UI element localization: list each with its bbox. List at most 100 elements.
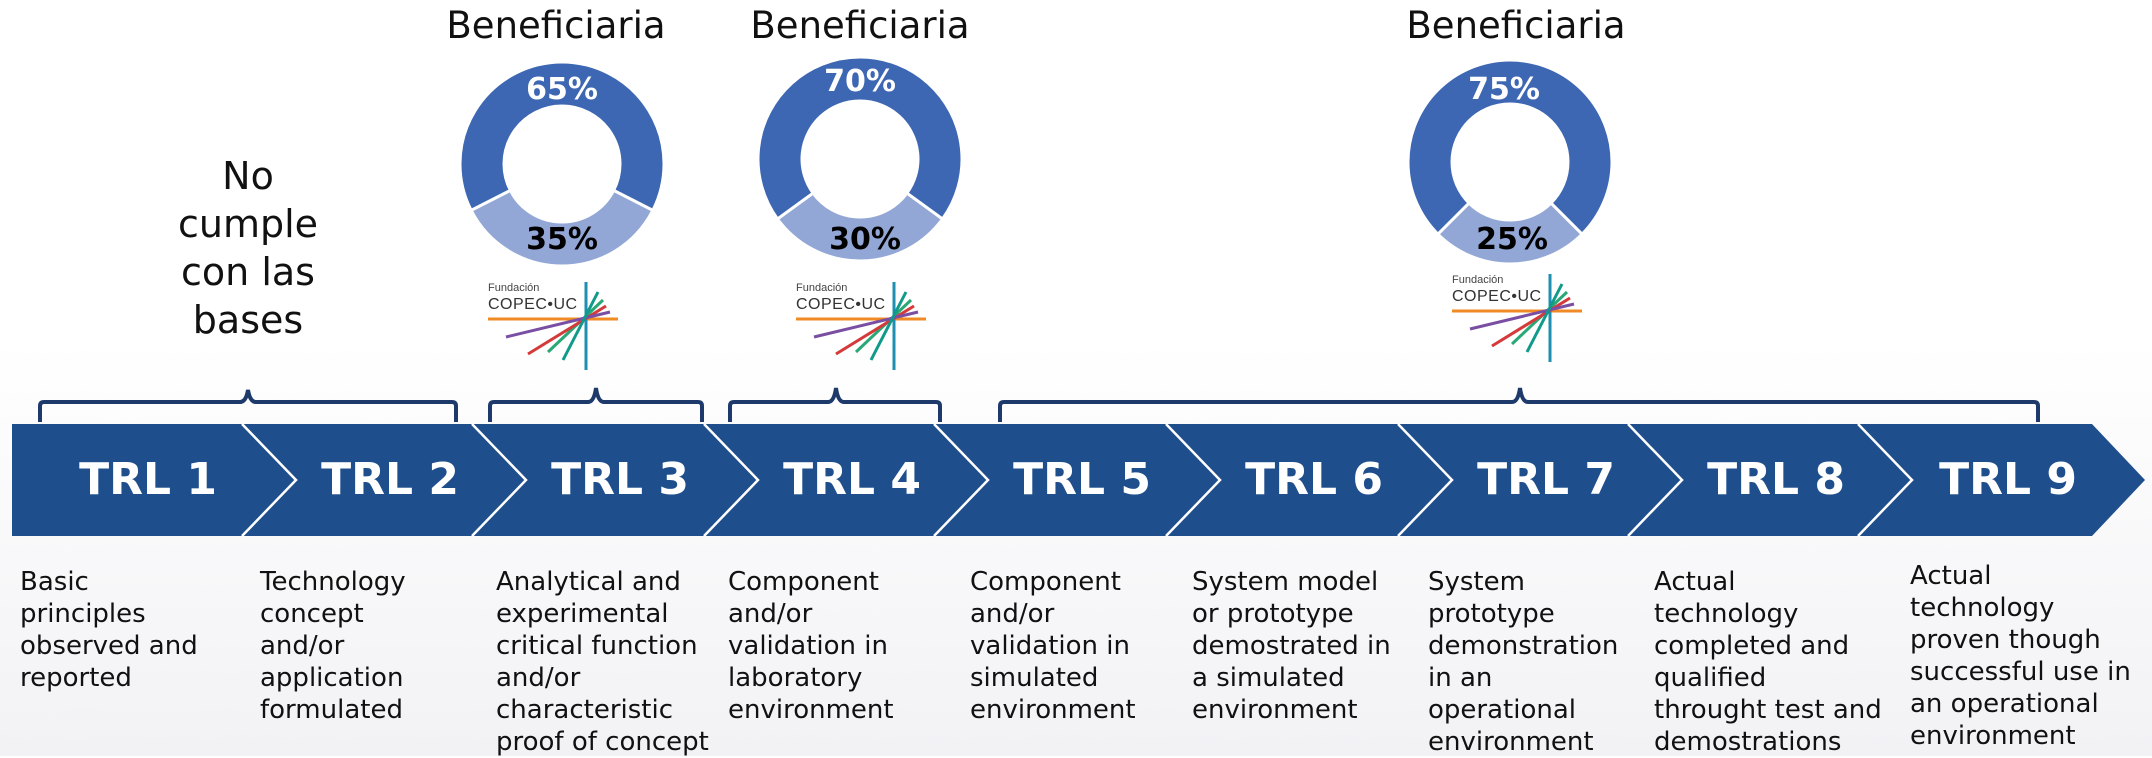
trl-description-line: validation in	[728, 631, 888, 661]
trl-description-line: Component	[728, 567, 879, 597]
trl-arrow-band	[12, 424, 2145, 537]
trl-description-line: demostrations	[1654, 727, 1842, 757]
trl-description: System model or prototype demostrated in…	[1192, 566, 1391, 726]
logo-name-text: COPEC•UC	[796, 296, 886, 313]
donut-chart	[1406, 58, 1614, 266]
trl-label: TRL 4	[783, 454, 921, 505]
starburst-logo-icon	[796, 282, 926, 370]
logo-small-text: Fundación	[1452, 274, 1504, 286]
trl-description: Actual technology proven though successf…	[1910, 560, 2131, 752]
no-cumple-line: bases	[192, 298, 304, 342]
donut-segment-bottom	[775, 190, 945, 263]
trl-description-line: characteristic	[496, 695, 673, 725]
trl-description-line: Basic	[20, 567, 89, 597]
bracket-trl-5-9	[998, 387, 2040, 422]
no-cumple-line: cumple	[177, 202, 319, 246]
trl-description-line: environment	[970, 695, 1136, 725]
trl-label: TRL 2	[321, 454, 459, 505]
trl-description: Basic principles observed and reported	[20, 566, 198, 694]
trl-description-line: System model	[1192, 567, 1379, 597]
chevron-divider	[1627, 424, 1684, 537]
trl-description-line: environment	[1910, 721, 2076, 751]
trl-description-line: critical function	[496, 631, 698, 661]
chevron-divider	[1397, 424, 1454, 537]
trl-description-line: Actual	[1654, 567, 1736, 597]
trl-description-line: and/or	[496, 663, 581, 693]
trl-description: Analytical and experimental critical fun…	[496, 566, 709, 758]
logo-name-text: COPEC•UC	[1452, 288, 1542, 305]
trl-description-line: or prototype	[1192, 599, 1354, 629]
donut-bottom-pct: 30%	[829, 222, 901, 257]
chevron-divider	[471, 424, 528, 537]
trl-description-line: technology	[1910, 593, 2055, 623]
trl-label: TRL 1	[79, 454, 217, 505]
trl-description-line: proof of concept	[496, 727, 709, 757]
no-cumple-line: No	[222, 154, 274, 198]
trl-description-line: environment	[1192, 695, 1358, 725]
trl-description-line: principles	[20, 599, 146, 629]
trl-description-line: Component	[970, 567, 1121, 597]
trl-label: TRL 5	[1013, 454, 1151, 505]
beneficiaria-title: Beneficiaria	[1406, 4, 1626, 47]
chevron-divider	[1857, 424, 1914, 537]
trl-label: TRL 7	[1477, 454, 1615, 505]
trl-description-line: an operational	[1910, 689, 2099, 719]
trl-description-line: operational	[1428, 695, 1576, 725]
beneficiaria-title: Beneficiaria	[446, 4, 666, 47]
logo-name-text: COPEC•UC	[488, 296, 578, 313]
trl-description-line: reported	[20, 663, 132, 693]
trl-label: TRL 8	[1707, 454, 1845, 505]
trl-label: TRL 6	[1245, 454, 1383, 505]
chevron-divider	[933, 424, 990, 537]
trl-description-line: prototype	[1428, 599, 1555, 629]
donut-segment-top	[458, 60, 666, 213]
trl-description-line: demonstration	[1428, 631, 1619, 661]
donut-top-pct: 75%	[1468, 72, 1540, 107]
trl-label: TRL 3	[551, 454, 689, 505]
trl-description-line: experimental	[496, 599, 669, 629]
bracket-trl-4	[728, 387, 942, 422]
chevron-divider	[241, 424, 298, 537]
trl-description-line: in an	[1428, 663, 1493, 693]
trl-description: System prototype demonstration in an ope…	[1428, 566, 1618, 758]
no-cumple-label: No cumple con las bases	[148, 152, 348, 344]
logo-small-text: Fundación	[488, 282, 540, 294]
trl-description-line: laboratory	[728, 663, 863, 693]
donut-chart	[458, 60, 666, 268]
chevron-divider	[703, 424, 760, 537]
trl-description-line: technology	[1654, 599, 1799, 629]
donut-segment-top	[756, 55, 964, 222]
trl-description-line: formulated	[260, 695, 403, 725]
donut-top-pct: 70%	[824, 64, 896, 99]
fundacion-copec-uc-logo: Fundación COPEC•UC	[796, 282, 926, 372]
donut-chart	[756, 55, 964, 263]
trl-description: Actual technology completed and qualifie…	[1654, 566, 1882, 758]
trl-description-line: demostrated in	[1192, 631, 1391, 661]
bracket-trl-3	[488, 387, 704, 422]
group-brackets	[38, 387, 2040, 422]
no-cumple-line: con las	[181, 250, 315, 294]
bracket-trl-1-2	[38, 389, 458, 422]
trl-description-line: Actual	[1910, 561, 1992, 591]
donut-segment-top	[1406, 58, 1614, 237]
logo-small-text: Fundación	[796, 282, 848, 294]
beneficiaria-title: Beneficiaria	[750, 4, 970, 47]
trl-description-line: and/or	[260, 631, 345, 661]
trl-description-line: qualified	[1654, 663, 1767, 693]
trl-description-line: environment	[728, 695, 894, 725]
trl-description-line: and/or	[970, 599, 1055, 629]
trl-description-line: successful use in	[1910, 657, 2131, 687]
trl-description-line: a simulated	[1192, 663, 1345, 693]
trl-description-line: simulated	[970, 663, 1099, 693]
donut-bottom-pct: 25%	[1476, 222, 1548, 257]
chevron-divider	[1165, 424, 1222, 537]
trl-description-line: observed and	[20, 631, 198, 661]
fundacion-copec-uc-logo: Fundación COPEC•UC	[488, 282, 618, 372]
trl-description-line: completed and	[1654, 631, 1850, 661]
donut-segment-bottom	[469, 188, 655, 268]
trl-description-line: System	[1428, 567, 1525, 597]
donut-top-pct: 65%	[526, 72, 598, 107]
trl-description-line: and/or	[728, 599, 813, 629]
trl-description-line: application	[260, 663, 404, 693]
trl-description-line: concept	[260, 599, 364, 629]
